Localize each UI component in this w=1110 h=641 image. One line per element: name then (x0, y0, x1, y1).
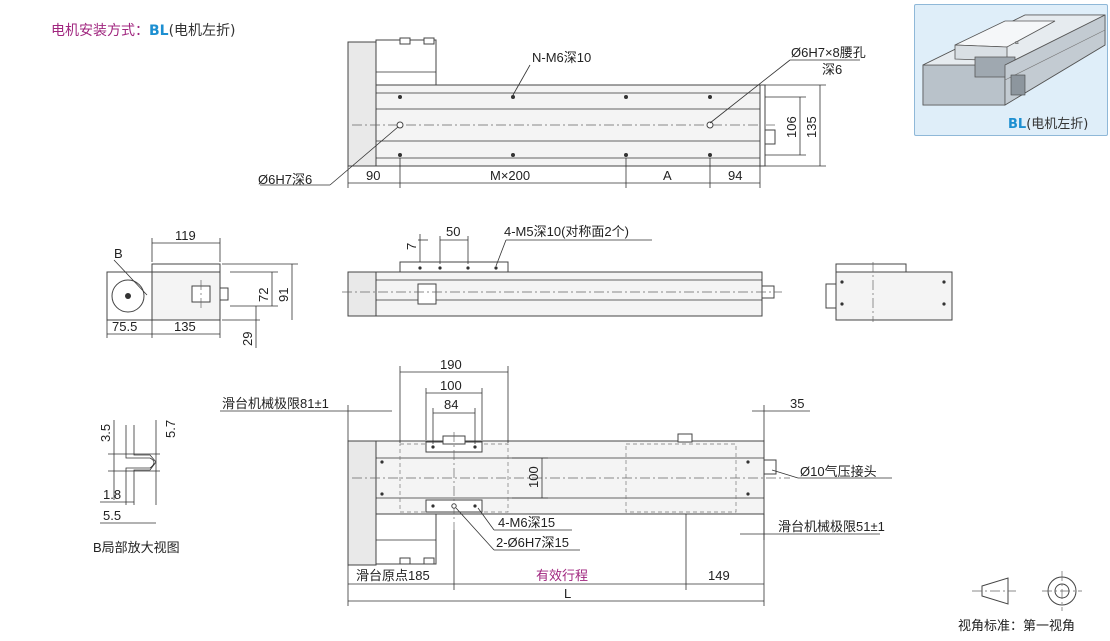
top-pin-label: Ø6H7深6 (258, 172, 312, 187)
end-dim-29: 29 (240, 332, 255, 346)
bottom-dim-149: 149 (708, 568, 730, 583)
detail-dim-5-7: 5.7 (163, 420, 178, 438)
detail-dim-1-8: 1.8 (103, 487, 121, 502)
iso-view-code: BL (1008, 117, 1027, 132)
top-view: N-M6深10 Ø6H7×8腰孔 深6 Ø6H7深6 90 M×200 A 94 (258, 37, 866, 188)
bottom-origin-label: 滑台原点185 (356, 568, 430, 583)
front-dim-50: 50 (446, 224, 460, 239)
top-dim-94: 94 (728, 168, 742, 183)
top-slot-label: Ø6H7×8腰孔 (791, 45, 866, 60)
projection-symbol: 视角标准：第一视角 (958, 571, 1082, 633)
mounting-title: 电机安装方式：BL(电机左折) (51, 20, 236, 40)
bottom-limit-51-label: 滑台机械极限51±1 (778, 519, 885, 534)
end-dim-135: 135 (174, 319, 196, 334)
title-code: BL (149, 23, 169, 39)
top-dim-135: 135 (804, 116, 819, 138)
front-view: 7 50 4-M5深10(对称面2个) (342, 224, 782, 317)
top-dim-90: 90 (366, 168, 380, 183)
bottom-dim-35: 35 (790, 396, 804, 411)
projection-label: 视角标准：第一视角 (958, 618, 1075, 633)
front-m5-label: 4-M5深10(对称面2个) (504, 224, 629, 239)
bottom-dim-190: 190 (440, 357, 462, 372)
title-prefix: 电机安装方式： (51, 23, 149, 39)
top-dim-a: A (663, 168, 672, 183)
title-suffix: (电机左折) (168, 23, 236, 39)
detail-b: 3.5 5.7 1.8 5.5 B局部放大视图 (93, 420, 180, 555)
bottom-m6-label: 4-M6深15 (498, 515, 555, 530)
front-dim-7: 7 (404, 243, 419, 250)
bottom-dim-l: L (564, 586, 571, 601)
bottom-stroke-label: 有效行程 (536, 568, 588, 583)
end-dim-91: 91 (276, 288, 291, 302)
end-dim-72: 72 (256, 288, 271, 302)
isometric-view-panel: ≈ BL(电机左折) (914, 4, 1108, 136)
bottom-air-label: Ø10气压接头 (800, 464, 877, 479)
end-dim-119: 119 (175, 228, 196, 243)
top-slot-depth: 深6 (822, 62, 842, 77)
bottom-dim-100-vertical: 100 (526, 466, 541, 488)
right-end-view (825, 262, 953, 322)
top-view-holes (396, 95, 714, 157)
detail-dim-3-5: 3.5 (98, 424, 113, 442)
detail-dim-5-5: 5.5 (103, 508, 121, 523)
end-view: B 119 72 91 75.5 135 29 (106, 228, 298, 348)
end-dim-75-5: 75.5 (112, 319, 137, 334)
end-view-b-label: B (114, 246, 123, 261)
iso-view-label: BL(电机左折) (1008, 113, 1088, 132)
bottom-view: 190 100 84 100 滑台机械极限81±1 35 Ø10气压接头 滑台 (220, 357, 892, 606)
top-dim-m200: M×200 (490, 168, 530, 183)
iso-view-text: (电机左折) (1026, 117, 1089, 132)
detail-caption: B局部放大视图 (93, 540, 180, 555)
svg-text:≈: ≈ (1015, 40, 1019, 47)
top-tap-label: N-M6深10 (532, 50, 591, 65)
bottom-dim-100: 100 (440, 378, 462, 393)
bottom-limit-81-label: 滑台机械极限81±1 (222, 396, 329, 411)
isometric-actuator-icon: ≈ (922, 14, 1106, 106)
bottom-pin15-label: 2-Ø6H7深15 (496, 535, 569, 550)
top-dim-106: 106 (784, 116, 799, 138)
bottom-dim-84: 84 (444, 397, 458, 412)
